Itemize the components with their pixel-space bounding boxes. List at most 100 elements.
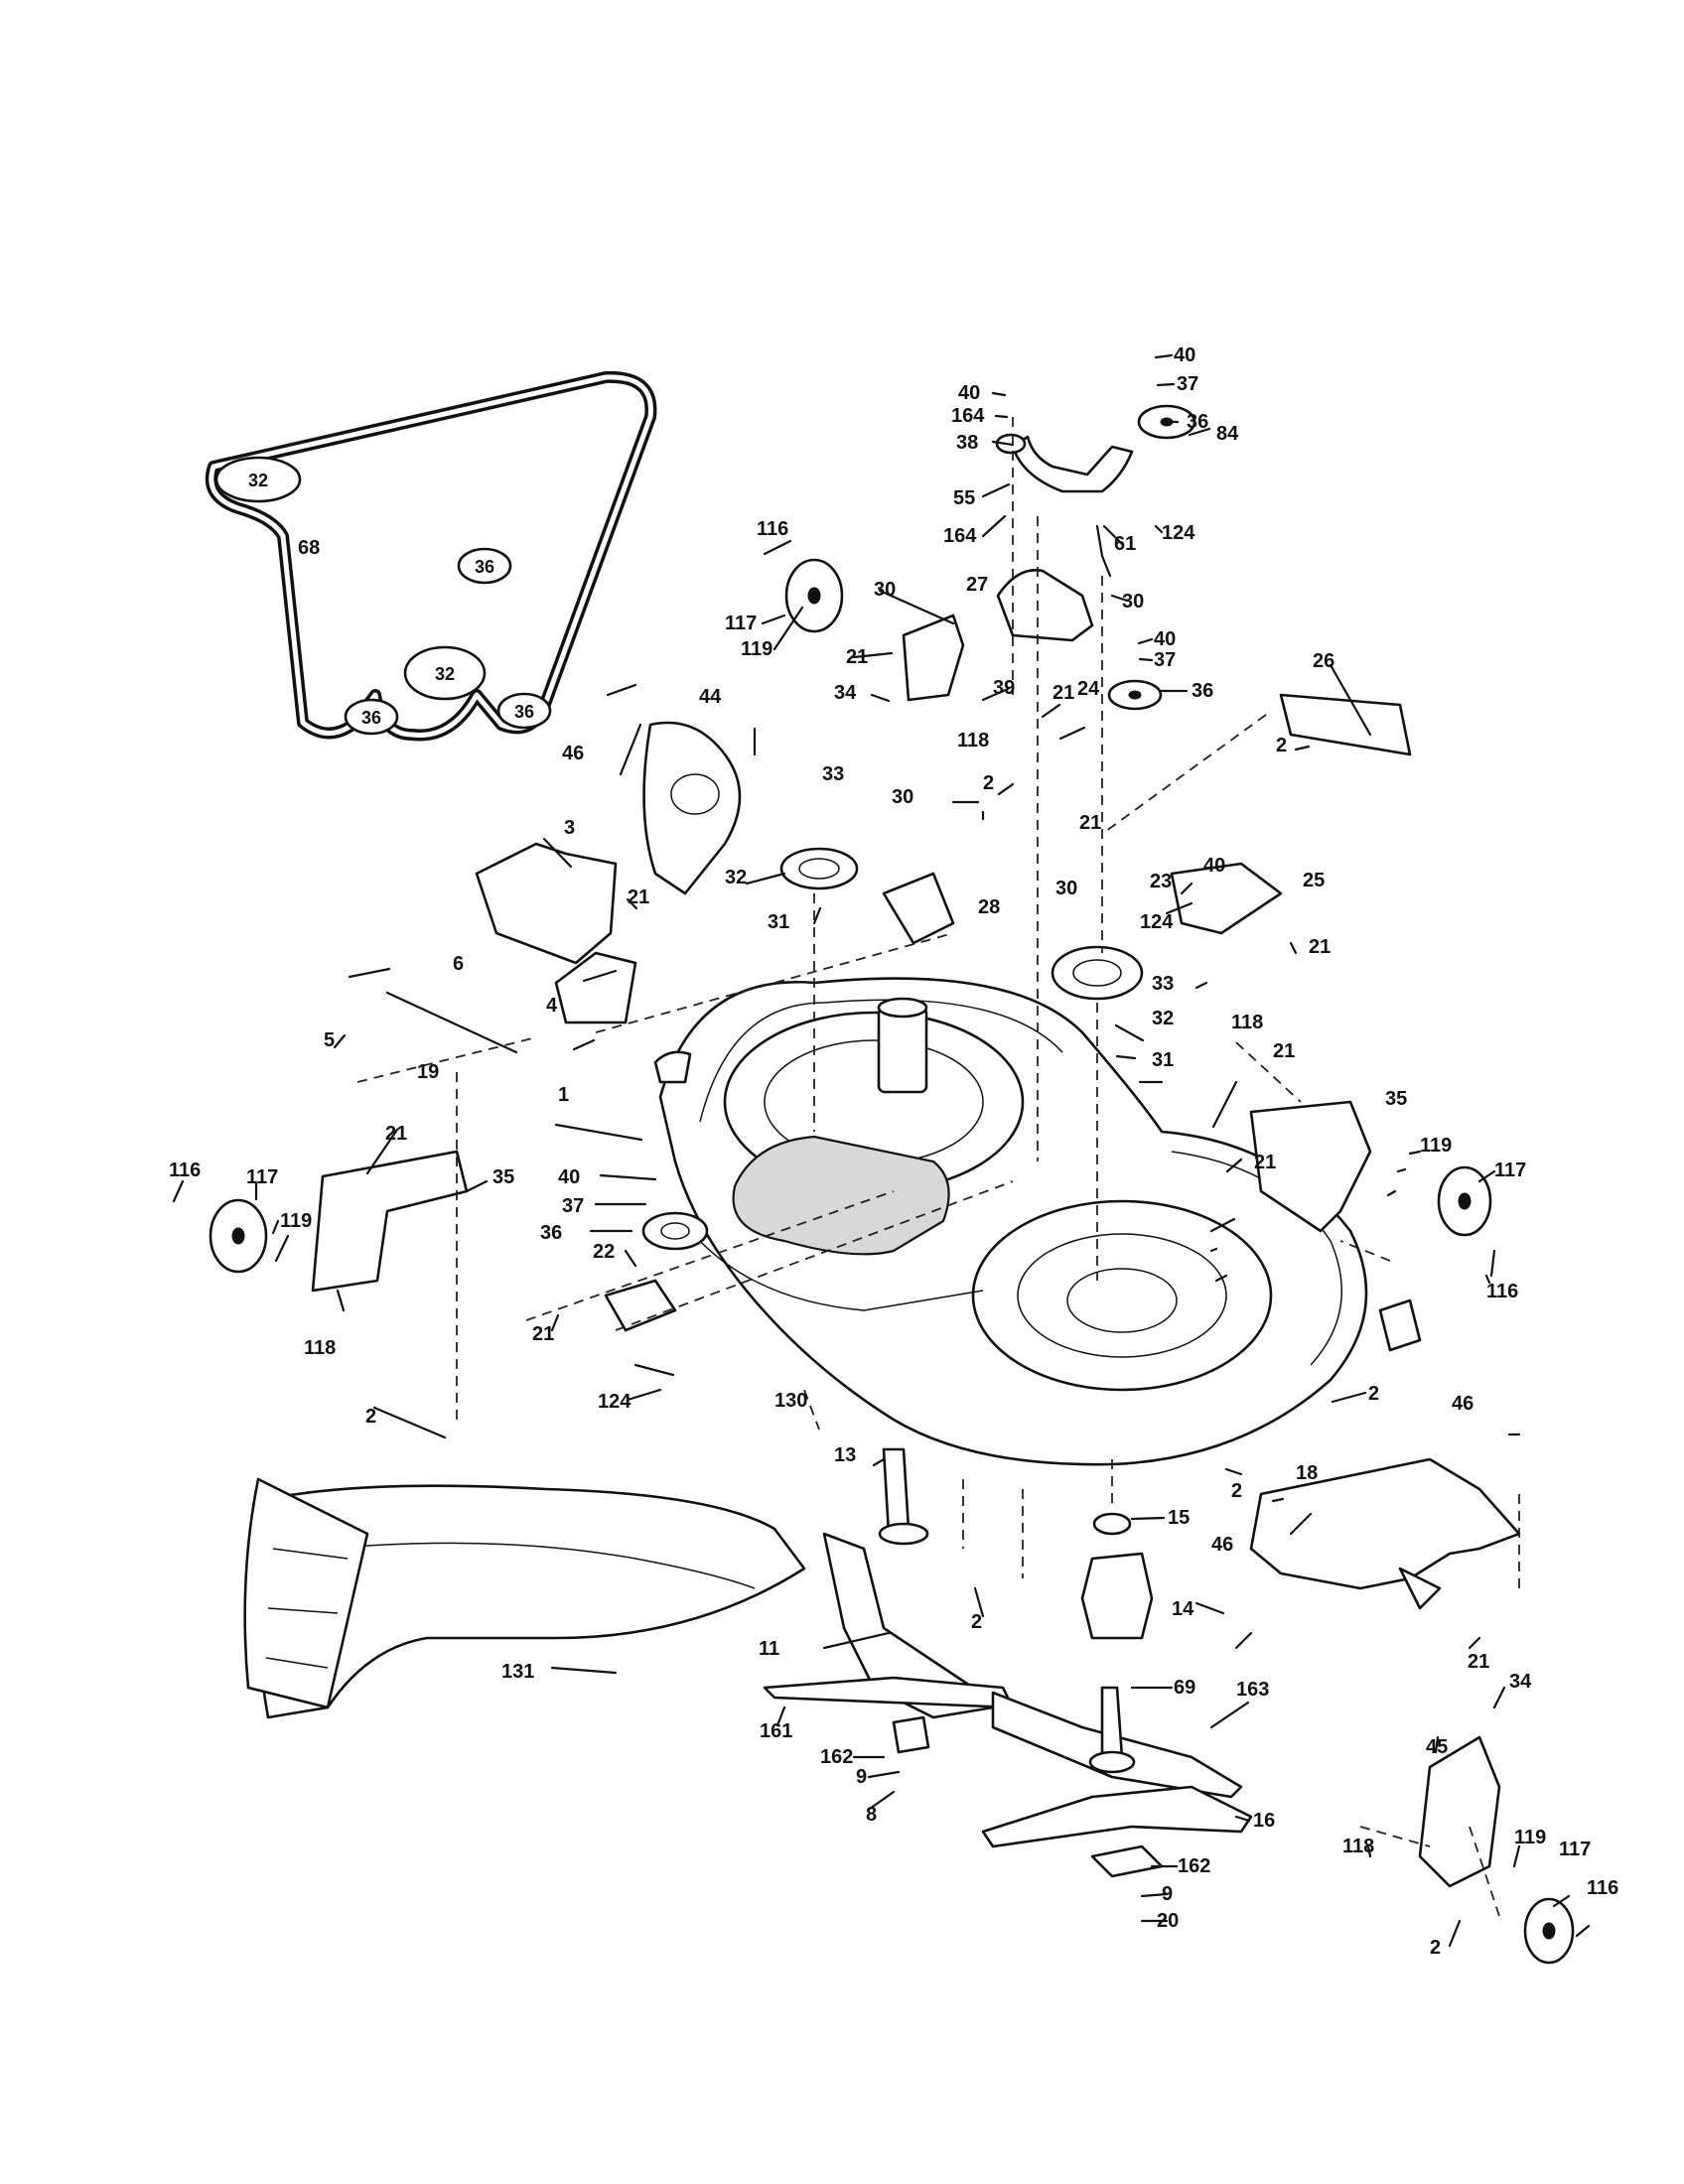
part-callout: 119 [280, 1210, 312, 1232]
part-callout: 118 [1342, 1836, 1374, 1857]
mulch-cover-and-baffle [1249, 1457, 1521, 1610]
belt-pulley-label: 36 [475, 557, 494, 577]
part-callout: 22 [593, 1241, 615, 1263]
part-callout: 44 [699, 686, 722, 708]
part-callout: 116 [169, 1160, 201, 1181]
callout-leaders [172, 353, 1591, 1948]
part-callout: 27 [966, 574, 988, 596]
part-callout: 3 [564, 817, 575, 839]
part-callout: 161 [760, 1720, 792, 1742]
part-callout: 25 [1303, 870, 1325, 891]
belt-pulley-36-bottom [496, 692, 552, 730]
part-callout: 84 [1216, 423, 1239, 445]
part-callout: 2 [971, 1611, 982, 1633]
part-callout: 34 [834, 682, 857, 704]
belt-pulley-32-center [403, 645, 487, 701]
mower-deck-housing [658, 977, 1368, 1466]
belt-pulley-label: 32 [435, 664, 455, 684]
part-callout: 118 [304, 1337, 336, 1359]
part-callout: 13 [834, 1444, 856, 1466]
part-callout: 30 [1122, 591, 1144, 613]
part-callout: 21 [1309, 936, 1331, 958]
part-callout: 21 [1468, 1651, 1489, 1673]
part-callout: 37 [562, 1195, 584, 1217]
part-callout: 33 [1152, 973, 1174, 995]
part-callout: 130 [774, 1390, 807, 1412]
callout-labels: 40 37 36 84 40 164 38 55 164 124 61 116 … [169, 344, 1618, 1959]
part-callout: 124 [1162, 522, 1195, 544]
discharge-chute [243, 1477, 806, 1719]
part-callout: 9 [1162, 1883, 1173, 1905]
part-callout: 32 [725, 867, 747, 888]
belt-pulley-32-top [214, 456, 302, 503]
part-callout: 30 [1055, 878, 1077, 899]
part-callout: 28 [978, 896, 1000, 918]
part-callout: 40 [1174, 344, 1195, 366]
belt-pulley-36-left [344, 698, 399, 736]
part-callout: 9 [856, 1766, 867, 1788]
part-callout: 119 [1514, 1827, 1546, 1848]
part-callout: 20 [1157, 1910, 1179, 1932]
part-callout: 2 [983, 772, 994, 794]
part-callout: 163 [1236, 1679, 1269, 1701]
drive-belt-assembly: 32 36 32 36 36 [205, 370, 657, 742]
part-callout: 35 [1385, 1088, 1407, 1110]
part-callout: 21 [628, 887, 649, 908]
part-callout: 5 [324, 1029, 335, 1051]
part-callout: 21 [1254, 1152, 1276, 1173]
part-callout: 36 [540, 1222, 562, 1244]
belt-pulley-36-right [457, 547, 512, 585]
part-callout: 19 [417, 1061, 439, 1083]
part-callout: 21 [532, 1323, 554, 1345]
part-callout: 33 [822, 763, 844, 785]
part-callout: 21 [1079, 812, 1101, 834]
part-callout: 16 [1253, 1810, 1275, 1832]
part-callout: 119 [1420, 1135, 1452, 1157]
part-callout: 45 [1426, 1736, 1448, 1758]
part-callout: 21 [1052, 682, 1074, 704]
belt-pulley-label: 36 [514, 702, 534, 722]
part-callout: 21 [385, 1123, 407, 1145]
part-callout: 2 [1368, 1383, 1379, 1405]
part-callout: 38 [956, 432, 978, 454]
part-callout: 30 [874, 579, 896, 601]
part-callout: 116 [1486, 1281, 1518, 1302]
belt-pulley-label: 36 [361, 708, 381, 728]
part-callout: 11 [759, 1638, 779, 1660]
part-callout: 119 [741, 638, 772, 660]
part-callout: 46 [1452, 1393, 1474, 1415]
part-callout: 2 [1430, 1937, 1441, 1959]
part-callout: 37 [1154, 649, 1176, 671]
part-callout: 1 [558, 1084, 569, 1106]
part-callout: 40 [1154, 628, 1176, 650]
part-callout: 30 [892, 786, 913, 808]
pulleys-and-brackets [311, 693, 1422, 1352]
part-callout: 6 [453, 953, 464, 975]
part-callout: 61 [1114, 533, 1136, 555]
part-callout: 18 [1296, 1462, 1318, 1484]
part-callout: 23 [1150, 871, 1172, 892]
part-callout: 24 [1077, 678, 1100, 700]
part-callout: 116 [1587, 1877, 1618, 1899]
gauge-wheels [209, 558, 1575, 1965]
part-callout: 14 [1172, 1598, 1194, 1620]
part-callout: 69 [1174, 1677, 1195, 1699]
part-callout: 117 [725, 613, 757, 634]
part-callout: 2 [365, 1406, 376, 1428]
part-callout: 124 [598, 1391, 632, 1413]
part-callout: 118 [957, 730, 989, 751]
part-callout: 46 [1211, 1534, 1233, 1556]
part-callout: 34 [1509, 1671, 1532, 1693]
part-callout: 32 [1152, 1008, 1174, 1029]
part-callout: 131 [501, 1661, 534, 1683]
part-callout: 8 [866, 1804, 877, 1826]
part-callout: 164 [951, 405, 985, 427]
part-callout: 55 [953, 487, 975, 509]
part-callout: 40 [558, 1166, 580, 1188]
part-callout: 46 [562, 743, 584, 764]
part-callout: 39 [993, 677, 1015, 699]
part-callout: 15 [1168, 1507, 1190, 1529]
idler-bracket-assembly [902, 404, 1196, 711]
part-callout: 36 [1192, 680, 1213, 702]
